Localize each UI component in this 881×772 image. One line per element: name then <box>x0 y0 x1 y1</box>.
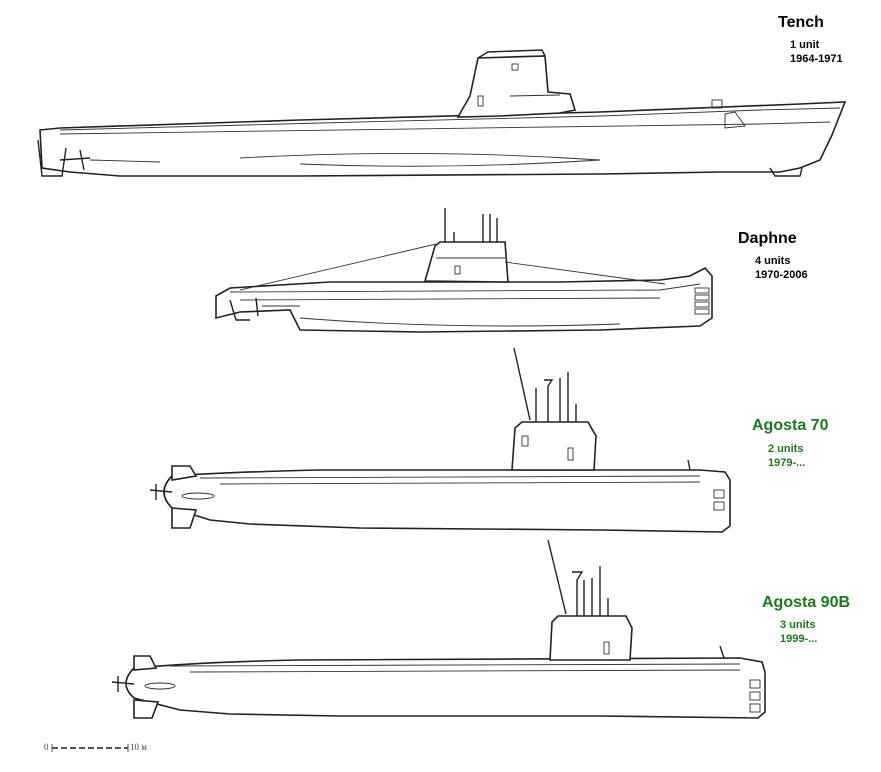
agosta-70-profile <box>149 347 731 533</box>
vessel-name-agosta-90b: Agosta 90B <box>762 594 851 611</box>
daphne-profile <box>215 208 713 333</box>
vessel-years-agosta-90b: 1999-... <box>780 633 818 645</box>
vessel-name-tench: Tench <box>778 14 824 31</box>
vessel-name-agosta-70: Agosta 70 <box>752 417 829 434</box>
vessel-years-agosta-70: 1979-... <box>768 457 806 469</box>
vessel-years-tench: 1964-1971 <box>790 53 843 65</box>
scale-start-label: 0 <box>44 742 49 752</box>
vessel-units-agosta-90b: 3 units <box>780 619 816 631</box>
vessel-name-daphne: Daphne <box>738 230 797 247</box>
scale-bar <box>51 744 129 752</box>
agosta-90b-profile <box>111 539 766 719</box>
vessel-units-tench: 1 unit <box>790 39 820 51</box>
vessel-years-daphne: 1970-2006 <box>755 269 808 281</box>
scale-end-label: 10 м <box>130 742 147 752</box>
tench-profile <box>37 49 847 177</box>
vessel-units-daphne: 4 units <box>755 255 791 267</box>
vessel-units-agosta-70: 2 units <box>768 443 804 455</box>
